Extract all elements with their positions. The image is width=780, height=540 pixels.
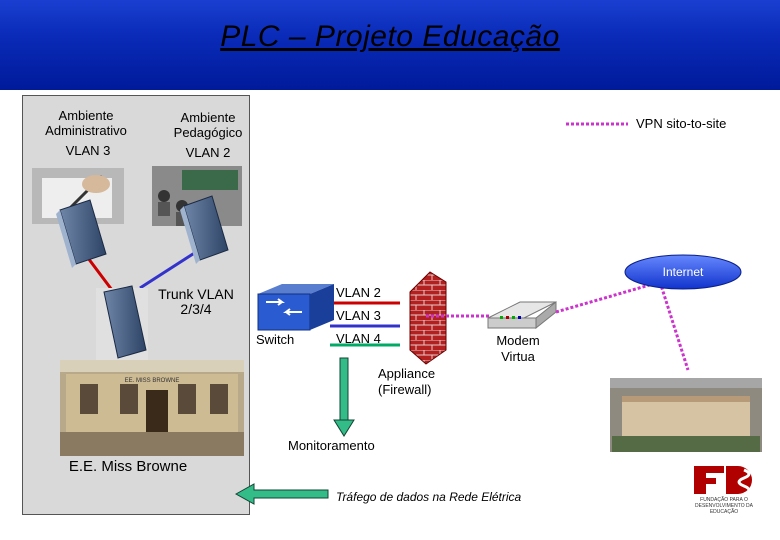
pedagogic-environment-label: Ambiente Pedagógico — [173, 110, 243, 140]
building-sign: EE. MISS BROWNE — [125, 378, 180, 384]
pedagogic-vlan-label: VLAN 2 — [185, 145, 231, 160]
office-photo — [32, 168, 124, 224]
ped-computer-icon — [180, 195, 229, 264]
classroom-photo — [152, 166, 242, 226]
vlan2-link-line — [139, 250, 197, 290]
traffic-label: Tráfego de dados na Rede Elétrica — [336, 490, 522, 504]
trunk-label: Trunk VLAN 2/3/4 — [158, 286, 234, 317]
fde-building-photo — [610, 378, 762, 452]
admin-environment-label: Ambiente Administrativo — [45, 108, 127, 138]
internet-fde-vpn-line — [658, 281, 690, 371]
fde-logo — [694, 466, 752, 496]
admin-vlan-label: VLAN 3 — [65, 143, 111, 158]
fde-logo-caption: FUNDAÇÃO PARA O DESENVOLVIMENTO DA EDUCA… — [695, 497, 753, 515]
switch-icon — [257, 284, 334, 331]
vlan2-label: VLAN 2 — [336, 285, 381, 300]
firewall-icon — [409, 271, 447, 365]
page-title: PLC – Projeto Educação — [220, 20, 560, 53]
vpn-legend-label: VPN sito-to-site — [636, 116, 727, 131]
vlan4-label: VLAN 4 — [336, 331, 381, 346]
modem-icon — [487, 300, 557, 330]
modem-internet-vpn-line — [555, 280, 661, 314]
admin-computer-icon — [56, 199, 107, 268]
monitoring-arrow — [333, 357, 355, 437]
monitoring-label: Monitoramento — [288, 438, 375, 453]
internet-cloud — [624, 254, 742, 290]
traffic-arrow — [234, 483, 329, 505]
switch-label: Switch — [256, 332, 295, 347]
modem-label: Modem Virtua — [496, 333, 540, 364]
school-building-photo: EE. MISS BROWNE — [60, 360, 244, 456]
school-server-icon — [96, 285, 148, 360]
internet-label: Internet — [662, 265, 704, 279]
firewall-label: Appliance (Firewall) — [378, 366, 436, 397]
school-name: E.E. Miss Browne — [68, 458, 188, 475]
school-building-icon: EE. MISS BROWNE — [60, 360, 244, 456]
header-banner — [0, 0, 780, 90]
vlan3-label: VLAN 3 — [336, 308, 381, 323]
